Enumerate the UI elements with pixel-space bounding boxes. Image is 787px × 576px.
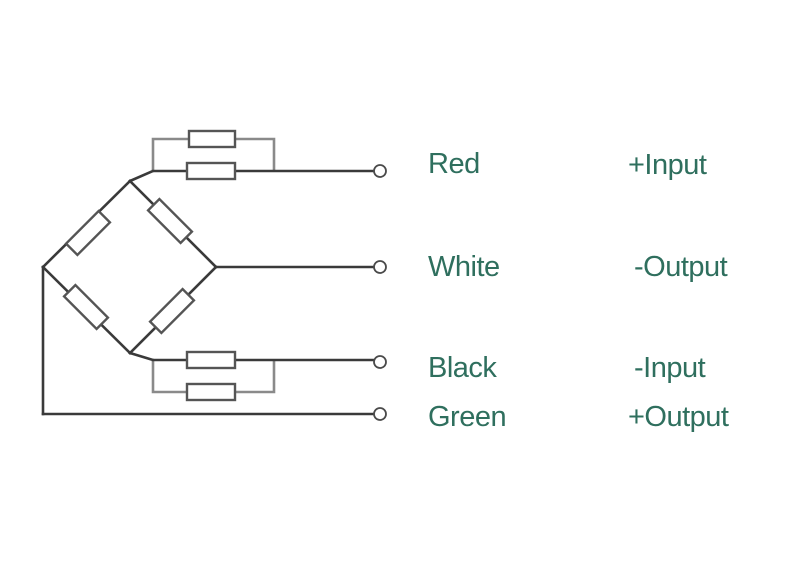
top-node-riser — [128, 169, 155, 183]
bottom-inner-resistor — [185, 350, 237, 370]
label-black: Black — [428, 352, 497, 384]
bridge-resistor-bottom-right — [148, 287, 196, 335]
signal-plus-output: +Output — [628, 401, 729, 433]
terminal-green — [373, 407, 387, 421]
signal-plus-input: +Input — [628, 149, 707, 181]
terminal-white — [373, 260, 387, 274]
bridge-resistor-bottom-left — [62, 283, 110, 331]
bottom-outer-resistor — [185, 382, 237, 402]
bottom-node-connector — [128, 351, 155, 362]
bridge-resistor-top-left — [64, 209, 112, 257]
signal-minus-input: -Input — [634, 352, 706, 384]
top-inner-resistor — [185, 161, 237, 181]
label-red: Red — [428, 148, 480, 180]
label-green: Green — [428, 401, 506, 433]
bridge-resistor-top-right — [146, 197, 194, 245]
terminal-black — [373, 355, 387, 369]
top-outer-resistor — [187, 129, 237, 149]
label-white: White — [428, 251, 500, 283]
signal-minus-output: -Output — [634, 251, 728, 283]
terminal-red — [373, 164, 387, 178]
